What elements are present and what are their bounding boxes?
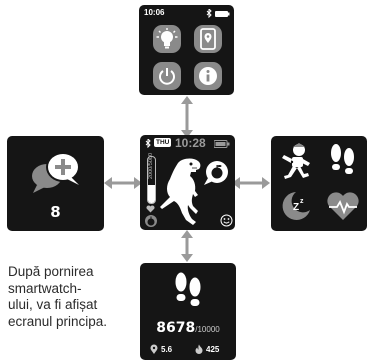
step-goal: /10000 [195,325,220,334]
battery-icon [215,11,230,17]
step-goal-bar [147,156,156,204]
bluetooth-icon [145,139,151,148]
apple-icon [145,215,157,227]
power-icon [159,68,175,85]
main-time: 10:28 [175,136,206,150]
exercise-icon [282,143,310,179]
instruction-note: După pornirea smartwatch- ului, va fi af… [8,264,136,330]
smiley-icon [220,214,233,227]
flashlight-app[interactable] [153,25,181,53]
battery-icon [214,140,230,148]
status-icons [206,9,230,18]
arrow-main-bottom [181,230,193,262]
svg-text:Z: Z [293,202,299,213]
calories-stat: 425 [195,344,219,354]
health-menu-screen[interactable]: Z z [271,136,367,231]
power-app[interactable] [153,62,181,90]
info-icon [199,67,217,85]
svg-text:z: z [300,198,304,205]
message-count: 8 [50,203,61,221]
note-line-2: smartwatch- [8,280,82,296]
steps-screen[interactable]: 8678/10000 5.6 425 [140,263,236,360]
note-line-3: ului, va fi afișat [8,297,98,312]
arrow-top-main [181,96,193,138]
apple-icon [211,165,223,179]
distance-value: 5.6 [161,344,173,354]
find-phone-app[interactable] [194,25,222,53]
chat-add-icon [32,152,80,193]
messages-screen[interactable]: 8 [7,136,104,231]
step-count: 8678 [156,320,196,336]
note-line-1: După pornirea [8,264,94,279]
location-pin-icon [150,344,158,354]
app-menu-screen[interactable]: 10:06 [139,5,234,95]
footsteps-icon [175,272,201,306]
distance-stat: 5.6 [150,344,172,354]
main-watch-face[interactable]: THU 10:28 2000/5000 [140,135,235,230]
arrow-main-right [232,177,270,189]
calories-value: 425 [206,344,220,354]
food-bubble-icon [204,161,228,185]
dinosaur-character [160,158,201,225]
heart-rate-icon [327,192,359,220]
step-counter: 8678/10000 [140,319,236,337]
status-time: 10:06 [144,8,165,17]
arrow-left-main [104,177,142,189]
bluetooth-icon [206,9,212,18]
step-goal-fill [148,184,155,203]
day-badge: THU [154,138,172,147]
footsteps-icon [331,144,354,174]
phone-location-icon [200,28,216,50]
info-app[interactable] [194,62,222,90]
step-goal-text: 2000/5000 [148,153,154,179]
bulb-icon [156,28,178,49]
heart-icon [146,205,155,213]
note-line-4: ecranul principa. [8,313,108,329]
sleep-icon: Z z [282,192,310,220]
flame-icon [195,344,203,354]
